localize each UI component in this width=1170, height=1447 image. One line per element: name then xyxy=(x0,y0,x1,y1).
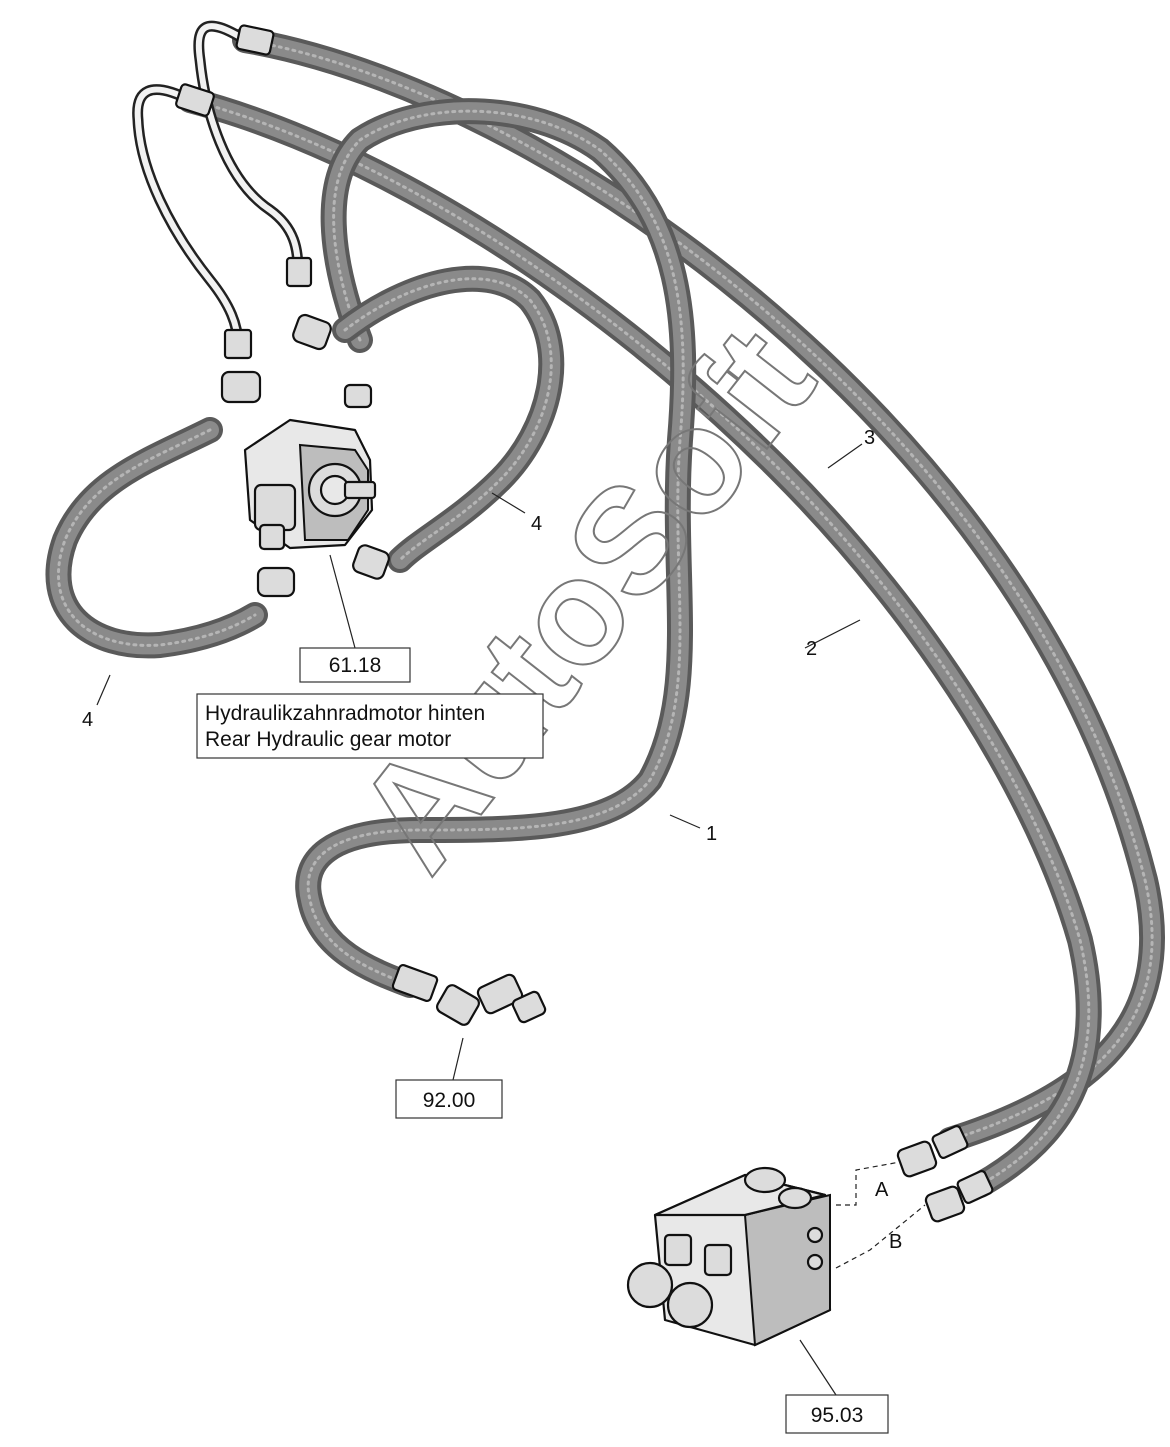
callout-a: A xyxy=(875,1179,889,1201)
callout-4-left: 4 xyxy=(82,709,93,731)
hose-3 xyxy=(232,27,1166,1153)
ref-box-61-18[interactable]: 61.18 xyxy=(299,647,411,683)
callout-b: B xyxy=(889,1231,902,1253)
hose-4-left xyxy=(45,417,268,659)
leader-92-00 xyxy=(452,1037,464,1081)
callout-4-center: 4 xyxy=(531,513,542,535)
motor-fitting-2 xyxy=(292,313,332,351)
motor-fitting-1 xyxy=(220,370,262,404)
hose-4-center xyxy=(332,265,565,573)
motor-fitting-5 xyxy=(256,566,296,598)
tube-nut-right xyxy=(285,256,313,288)
motor-fitting-3 xyxy=(343,383,373,409)
port-a-ferrule xyxy=(931,1125,969,1159)
leader-2 xyxy=(804,619,861,649)
leader-95-03 xyxy=(799,1339,837,1396)
ref-box-95-03[interactable]: 95.03 xyxy=(785,1394,889,1434)
valve-block xyxy=(626,1166,832,1347)
motor-caption-line2: Rear Hydraulic gear motor xyxy=(205,728,451,751)
ref-box-92-00[interactable]: 92.00 xyxy=(395,1079,503,1119)
callout-1: 1 xyxy=(706,823,717,845)
callout-3: 3 xyxy=(864,427,875,449)
leader-1 xyxy=(669,814,701,829)
leader-b xyxy=(835,1204,926,1269)
gear-motor xyxy=(243,418,377,551)
motor-fitting-4 xyxy=(352,544,390,580)
ferrule-upper xyxy=(175,83,215,117)
ref-95-03-text: 95.03 xyxy=(811,1404,864,1427)
leader-a xyxy=(836,1161,901,1206)
ferrule-top xyxy=(235,24,275,56)
port-b-ferrule xyxy=(956,1170,994,1204)
steel-tube-left xyxy=(132,84,244,351)
port-a-fitting xyxy=(896,1140,938,1178)
leader-61-18 xyxy=(329,554,356,649)
hose-1 xyxy=(295,98,697,998)
ref-61-18-text: 61.18 xyxy=(329,654,382,677)
tube-nut-left xyxy=(223,328,253,360)
leader-3 xyxy=(827,443,863,469)
leader-4-center xyxy=(491,492,526,514)
callout-2: 2 xyxy=(806,638,817,660)
motor-caption-box: Hydraulikzahnradmotor hinten Rear Hydrau… xyxy=(196,693,544,759)
ref-92-00-text: 92.00 xyxy=(423,1089,476,1112)
motor-caption-line1: Hydraulikzahnradmotor hinten xyxy=(205,702,485,725)
steel-tube-right xyxy=(193,20,304,276)
port-b-fitting xyxy=(924,1185,966,1223)
leader-4-left xyxy=(96,674,111,706)
hose-2 xyxy=(177,87,1102,1198)
elbow-fitting xyxy=(391,963,547,1026)
